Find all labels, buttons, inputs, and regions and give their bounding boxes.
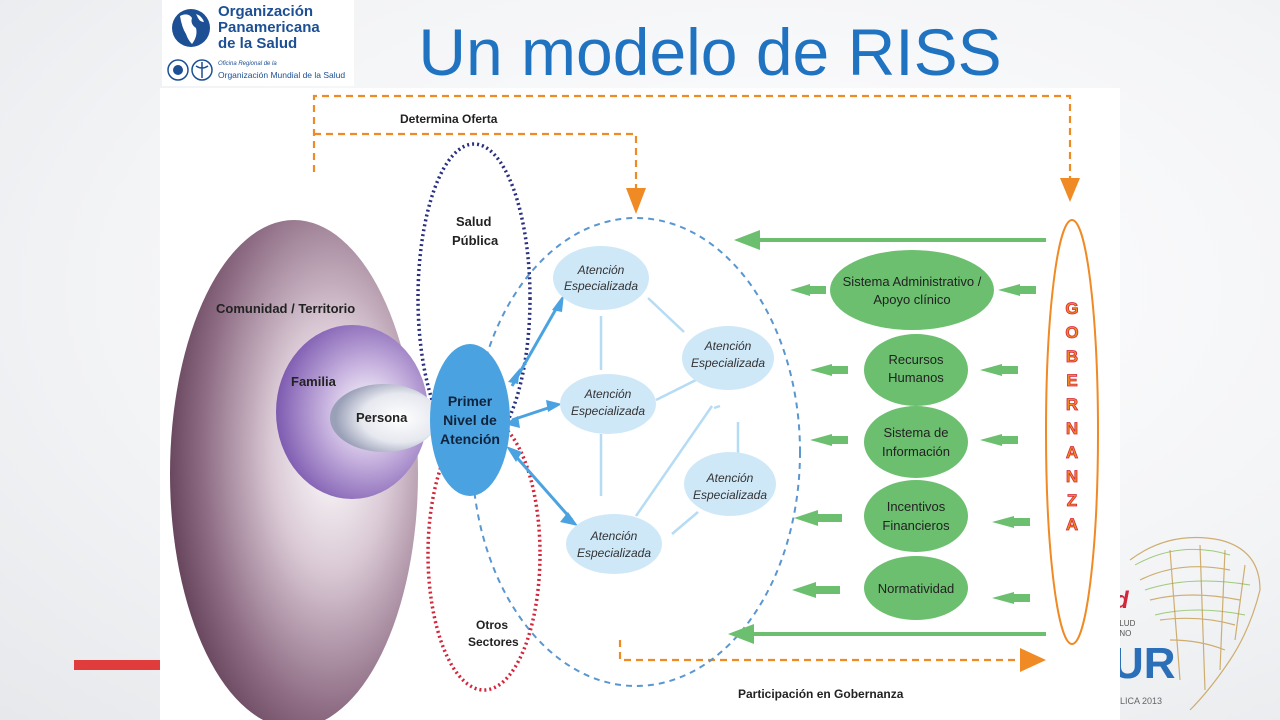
svg-text:Especializada: Especializada	[691, 356, 765, 370]
salud-publica-label-1: Salud	[456, 214, 491, 229]
participacion-label: Participación en Gobernanza	[738, 687, 904, 701]
svg-text:Especializada: Especializada	[693, 488, 767, 502]
svg-text:Z: Z	[1067, 491, 1077, 510]
svg-text:A: A	[1066, 515, 1078, 534]
network-map-decoration: d ALUD ANO UR BLICA 2013	[1112, 537, 1261, 711]
primer-nivel-label-3: Atención	[440, 431, 500, 447]
deco-line-2: ANO	[1114, 629, 1131, 638]
red-accent-bar	[74, 660, 164, 670]
atencion-node: Atención Especializada	[684, 452, 776, 516]
svg-text:Especializada: Especializada	[571, 404, 645, 418]
salud-publica-label-2: Pública	[452, 233, 499, 248]
svg-text:B: B	[1066, 347, 1078, 366]
page-title: Un modelo de RISS	[418, 15, 1002, 89]
familia-label: Familia	[291, 374, 337, 389]
atencion-node: Atención Especializada	[560, 374, 656, 434]
svg-text:Atención: Atención	[706, 471, 754, 485]
svg-text:Apoyo clínico: Apoyo clínico	[873, 292, 950, 307]
svg-text:Normatividad: Normatividad	[878, 581, 955, 596]
seal-icons	[167, 59, 213, 81]
persona-label: Persona	[356, 410, 408, 425]
component-info: Sistema de Información	[864, 406, 968, 478]
otros-sectores-label-1: Otros	[476, 618, 508, 632]
primer-nivel-label-2: Nivel de	[443, 412, 497, 428]
deco-year: BLICA 2013	[1114, 696, 1162, 706]
logo-org-line1: Organización	[218, 3, 314, 20]
deco-big-text: UR	[1112, 639, 1176, 688]
atencion-node: Atención Especializada	[566, 514, 662, 574]
svg-text:R: R	[1066, 395, 1078, 414]
persona-ellipse	[330, 384, 438, 452]
riss-diagram: Determina Oferta Participación en Gobern…	[160, 88, 1120, 720]
svg-text:Atención: Atención	[584, 387, 632, 401]
svg-text:A: A	[1066, 443, 1078, 462]
paho-logo: Organización Panamericana de la Salud Of…	[162, 0, 354, 86]
svg-text:Atención: Atención	[577, 263, 625, 277]
svg-text:Atención: Atención	[590, 529, 638, 543]
svg-text:N: N	[1066, 467, 1078, 486]
salud-publica-ellipse	[416, 142, 532, 454]
deco-line-1: ALUD	[1114, 619, 1136, 628]
svg-text:Humanos: Humanos	[888, 370, 944, 385]
svg-text:Financieros: Financieros	[882, 518, 950, 533]
svg-text:G: G	[1065, 299, 1078, 318]
primer-nivel-label-1: Primer	[448, 393, 493, 409]
comunidad-label: Comunidad / Territorio	[216, 301, 355, 316]
primer-nivel-ellipse	[430, 344, 510, 496]
svg-text:Incentivos: Incentivos	[887, 499, 946, 514]
svg-text:N: N	[1066, 419, 1078, 438]
component-normatividad: Normatividad	[864, 556, 968, 620]
component-incentivos: Incentivos Financieros	[864, 480, 968, 552]
svg-text:Información: Información	[882, 444, 950, 459]
arrow-right-icon	[1020, 648, 1046, 672]
logo-org-line3: de la Salud	[218, 35, 298, 52]
arrow-down-icon	[1060, 178, 1080, 202]
gobernanza-letters: G O B E R N A N Z A	[1065, 299, 1079, 535]
globe-icon	[172, 9, 210, 47]
svg-text:Recursos: Recursos	[889, 352, 944, 367]
svg-text:O: O	[1065, 323, 1078, 342]
svg-text:Especializada: Especializada	[564, 279, 638, 293]
svg-text:Atención: Atención	[704, 339, 752, 353]
atencion-node: Atención Especializada	[553, 246, 649, 310]
atencion-node: Atención Especializada	[682, 326, 774, 390]
component-rrhh: Recursos Humanos	[864, 334, 968, 406]
logo-sub1: Oficina Regional de la	[218, 61, 277, 67]
otros-sectores-label-2: Sectores	[468, 635, 519, 649]
gobernanza-ellipse	[1045, 219, 1099, 645]
determina-oferta-label: Determina Oferta	[400, 112, 498, 126]
logo-sub2: Organización Mundial de la Salud	[218, 70, 346, 80]
arrow-down-icon	[626, 188, 646, 214]
logo-org-line2: Panamericana	[218, 19, 320, 36]
component-admin: Sistema Administrativo / Apoyo clínico	[830, 250, 994, 330]
svg-text:Sistema Administrativo /: Sistema Administrativo /	[843, 274, 982, 289]
svg-text:Especializada: Especializada	[577, 546, 651, 560]
svg-text:Sistema de: Sistema de	[883, 425, 948, 440]
svg-text:E: E	[1066, 371, 1077, 390]
